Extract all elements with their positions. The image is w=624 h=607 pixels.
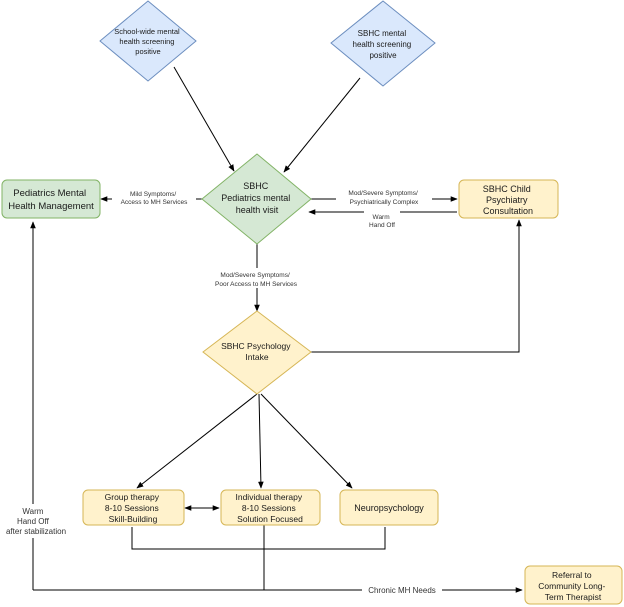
edge-merge-therapies (131, 527, 386, 550)
svg-text:Group therapy 8-10 Sessi: Group therapy 8-10 Sessions Skill-Buildi… (105, 492, 162, 524)
node-peds-management: Pediatrics Mental Health Management (1, 179, 101, 219)
node-child-psychiatry: SBHC Child Psychiatry Consultation (458, 179, 559, 219)
edge-school-to-visit (173, 66, 235, 172)
label-warm-handoff-stabilization: Warm Hand Off after stabilization (6, 507, 66, 536)
svg-text:Individual therapy 8-10: Individual therapy 8-10 Sessions Solutio… (235, 492, 304, 524)
svg-text:Pediatrics Mental Health: Pediatrics Mental Health Management (8, 188, 94, 212)
edge-intake-to-individual (258, 393, 264, 489)
svg-text:SBHC Psychology Intake: SBHC Psychology Intake (221, 341, 293, 362)
label-mod-severe-poor-access: Mod/Severe Symptoms/ Poor Access to MH S… (215, 272, 298, 288)
label-mod-severe-complex: Mod/Severe Symptoms/ Psychiatrically Com… (348, 190, 419, 206)
svg-text:Referral to Community Lo: Referral to Community Long- Term Therapi… (538, 570, 607, 602)
node-neuropsychology: Neuropsychology (339, 489, 439, 526)
svg-text:SBHC mental health scree: SBHC mental health screening positive (353, 29, 414, 60)
edge-intake-to-psychiatry (311, 219, 522, 353)
label-chronic-mh-needs: Chronic MH Needs (368, 586, 436, 595)
edge-intake-to-group (136, 393, 258, 489)
svg-text:Neuropsychology: Neuropsychology (354, 503, 424, 513)
node-psychology-intake: SBHC Psychology Intake (202, 310, 312, 395)
node-individual-therapy: Individual therapy 8-10 Sessions Solutio… (220, 489, 321, 526)
label-warm-handoff-psychiatry: Warm Hand Off (369, 214, 395, 229)
node-group-therapy: Group therapy 8-10 Sessions Skill-Buildi… (82, 489, 185, 526)
edge-sbhc-to-visit (283, 77, 361, 173)
node-referral: Referral to Community Long- Term Therapi… (524, 565, 623, 605)
node-school-screening: School-wide mental health screening posi… (99, 0, 197, 82)
node-sbhc-screening: SBHC mental health screening positive (330, 0, 436, 87)
svg-text:School-wide mental healt: School-wide mental health screening posi… (114, 27, 182, 56)
edge-labels: Mild Symptoms/ Access to MH Services Mod… (2, 186, 442, 596)
label-mild-symptoms: Mild Symptoms/ Access to MH Services (121, 191, 189, 206)
svg-text:SBHC Pediatrics mental: SBHC Pediatrics mental health visit (221, 181, 293, 215)
edge-intake-to-neuropsych (260, 393, 353, 489)
svg-text:SBHC Child Psychiatry: SBHC Child Psychiatry Consultation (483, 184, 534, 216)
node-peds-visit: SBHC Pediatrics mental health visit (201, 153, 312, 245)
